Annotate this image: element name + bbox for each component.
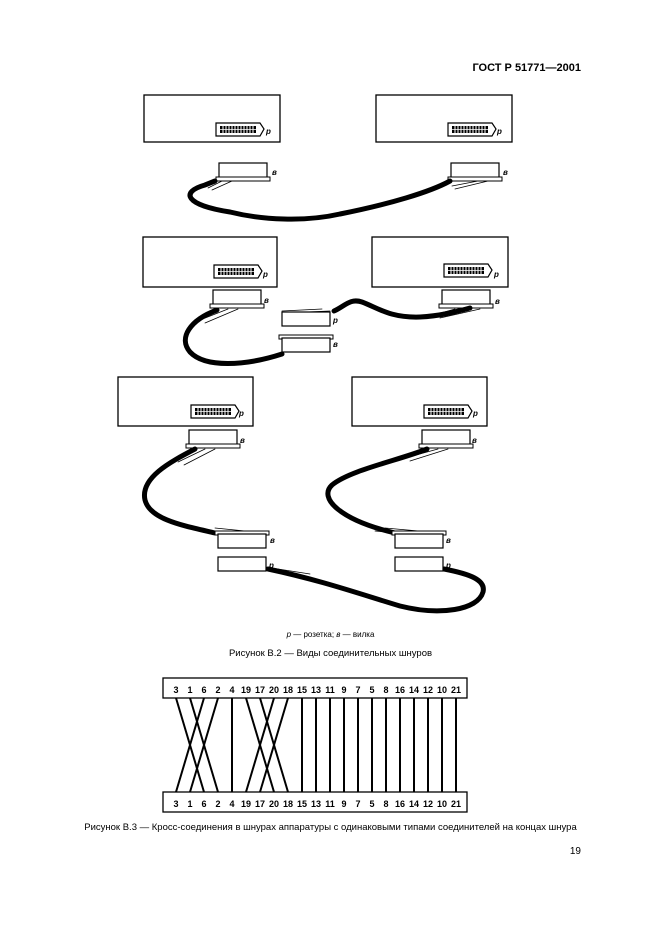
wire: [245, 697, 275, 793]
device-box: [142, 236, 278, 288]
device-box: [371, 236, 509, 288]
bottom-pin-label: 2: [215, 799, 220, 809]
bottom-pin-label: 21: [451, 799, 461, 809]
top-pin-label: 21: [451, 685, 461, 695]
top-pin-label: 11: [325, 685, 335, 695]
bottom-pin-label: 17: [255, 799, 265, 809]
bottom-pin-label: 13: [311, 799, 321, 809]
bottom-pin-label: 6: [201, 799, 206, 809]
top-pin-label: 3: [173, 685, 178, 695]
figure-legend: р — розетка; в — вилка: [286, 630, 375, 639]
bottom-pin-label: 12: [423, 799, 433, 809]
socket-label: р: [238, 409, 244, 418]
socket-label: р: [496, 127, 502, 136]
plug-label: в: [264, 296, 269, 305]
socket-label: р: [445, 561, 451, 570]
plug-label: в: [446, 536, 451, 545]
top-pin-label: 18: [283, 685, 293, 695]
top-pin-label: 2: [215, 685, 220, 695]
top-pin-label: 17: [255, 685, 265, 695]
socket-label: р: [262, 270, 268, 279]
top-pin-label: 14: [409, 685, 419, 695]
top-pin-label: 19: [241, 685, 251, 695]
socket-label: р: [268, 561, 274, 570]
cable: [182, 298, 481, 366]
bottom-pin-label: 5: [369, 799, 374, 809]
bottom-pin-label: 8: [383, 799, 388, 809]
top-pin-label: 13: [311, 685, 321, 695]
bottom-pin-label: 3: [173, 799, 178, 809]
top-pin-label: 15: [297, 685, 307, 695]
top-pin-label: 8: [383, 685, 388, 695]
bottom-pin-label: 20: [269, 799, 279, 809]
plug-label: в: [333, 340, 338, 349]
bottom-pin-label: 1: [187, 799, 192, 809]
bottom-pin-label: 4: [229, 799, 234, 809]
top-pin-label: 10: [437, 685, 447, 695]
bottom-pin-label: 15: [297, 799, 307, 809]
bottom-pin-label: 18: [283, 799, 293, 809]
wire: [189, 697, 219, 793]
plug-label: в: [240, 436, 245, 445]
bottom-pin-label: 14: [409, 799, 419, 809]
plug-label: в: [495, 297, 500, 306]
socket-label: р: [472, 409, 478, 418]
figure-b2-caption: Рисунок В.2 — Виды соединительных шнуров: [228, 648, 433, 659]
bottom-pin-label: 9: [341, 799, 346, 809]
figure-b3-caption: Рисунок В.3 — Кросс-соединения в шнурах …: [84, 822, 577, 833]
plug-label: в: [270, 536, 275, 545]
top-pin-label: 6: [201, 685, 206, 695]
cable: [187, 178, 489, 222]
top-pin-label: 16: [395, 685, 405, 695]
plug-label: в: [272, 168, 277, 177]
wire: [175, 697, 205, 793]
plug-label: в: [503, 168, 508, 177]
socket-label: р: [493, 270, 499, 279]
top-pin-label: 9: [341, 685, 346, 695]
plug-label: в: [472, 436, 477, 445]
top-pin-label: 4: [229, 685, 234, 695]
top-pin-label: 20: [269, 685, 279, 695]
bottom-pin-label: 10: [437, 799, 447, 809]
top-pin-label: 1: [187, 685, 192, 695]
socket-label: р: [265, 127, 271, 136]
document-id: ГОСТ Р 51771—2001: [472, 62, 581, 74]
bottom-pin-label: 19: [241, 799, 251, 809]
wire: [259, 697, 289, 793]
bottom-pin-label: 7: [355, 799, 360, 809]
top-pin-label: 5: [369, 685, 374, 695]
top-pin-label: 12: [423, 685, 433, 695]
socket-label: р: [332, 316, 338, 325]
top-pin-label: 7: [355, 685, 360, 695]
bottom-pin-label: 16: [395, 799, 405, 809]
bottom-pin-label: 11: [325, 799, 335, 809]
page-number: 19: [569, 846, 581, 857]
